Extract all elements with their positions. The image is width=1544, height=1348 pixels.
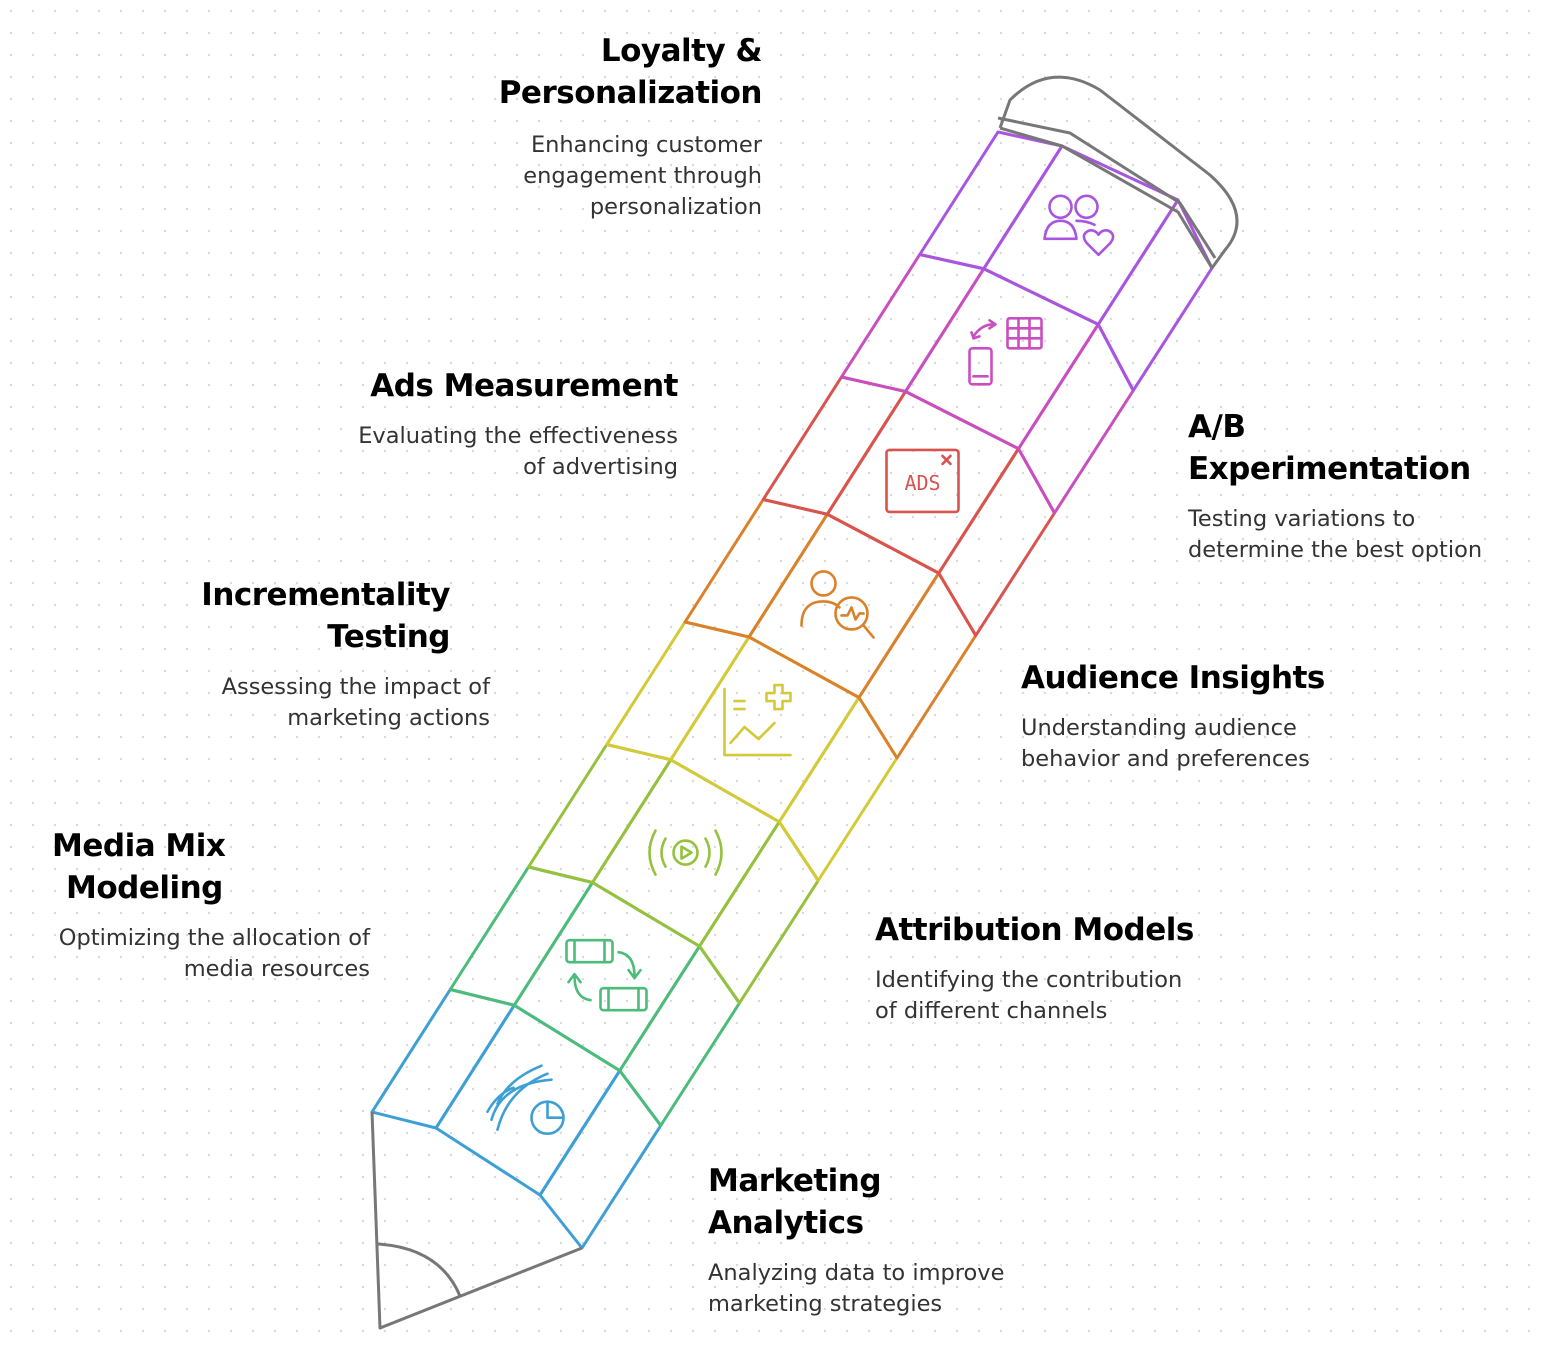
label-ab: A/B Experimentation Testing variations t…: [1188, 406, 1538, 566]
film-exchange-icon: [565, 938, 648, 1012]
pencil-segments: [370, 130, 1214, 1250]
segment-audience-front-facet: [747, 512, 941, 699]
title-attribution: Attribution Models: [875, 912, 1194, 948]
segment-incrementality-left-facet: [605, 620, 751, 762]
segment-audience-left-facet: [683, 498, 829, 639]
pencil-tip: [370, 1111, 583, 1330]
segment-mediamix: [448, 865, 741, 1127]
title-loyalty: Loyalty &Personalization: [498, 33, 763, 111]
segment-analytics-right-facet: [538, 1069, 663, 1250]
tip-graphite: [377, 1242, 462, 1297]
segment-attribution: [527, 743, 820, 1005]
segment-attribution-front-facet: [591, 758, 781, 948]
title-ads: Ads Measurement: [370, 368, 678, 404]
segment-loyalty: [918, 130, 1214, 392]
segment-analytics: [370, 988, 663, 1250]
title-audience: Audience Insights: [1021, 660, 1325, 696]
segment-mediamix-left-facet: [448, 865, 594, 1007]
segment-analytics-front-facet: [434, 1003, 622, 1197]
ads-icon-text: ADS: [904, 471, 940, 495]
ads-icon: ADS: [885, 448, 960, 514]
segment-ads-left-facet: [761, 375, 907, 516]
segment-audience: [683, 498, 978, 760]
segment-ads: [761, 375, 1056, 637]
label-attribution: Attribution Models Identifying the contr…: [875, 909, 1255, 1027]
ferrule-line-2: [999, 126, 1214, 269]
label-audience: Audience Insights Understanding audience…: [1021, 657, 1401, 775]
device-swap-table-icon: [968, 317, 1043, 386]
segment-ab-right-facet: [1017, 322, 1135, 515]
segment-incrementality-front-facet: [669, 635, 861, 824]
segment-ab-left-facet: [840, 253, 986, 393]
segment-ads-right-facet: [937, 447, 1056, 637]
segment-attribution-right-facet: [698, 820, 820, 1005]
segment-loyalty-left-facet: [918, 130, 1064, 271]
segment-audience-right-facet: [857, 571, 978, 760]
chart-plus-icon: [723, 683, 792, 757]
label-loyalty: Loyalty &Personalization Enhancing custo…: [342, 30, 763, 223]
eraser-outline: [998, 75, 1239, 269]
segment-ab-front-facet: [904, 267, 1100, 451]
label-ads: Ads Measurement Evaluating the effective…: [258, 365, 678, 483]
tip-outline: [370, 1111, 583, 1330]
title-ab: A/B Experimentation: [1188, 409, 1471, 487]
segment-loyalty-front-facet: [982, 144, 1180, 326]
ferrule-line-1: [997, 116, 1217, 259]
segment-mediamix-front-facet: [512, 881, 701, 1073]
pencil-icons: ADS: [486, 194, 1115, 1136]
segment-incrementality-right-facet: [777, 696, 899, 882]
wind-pie-icon: [486, 1064, 565, 1136]
broadcast-play-icon: [648, 829, 723, 876]
person-analysis-icon: [800, 570, 875, 639]
people-heart-icon: [1043, 194, 1115, 257]
pencil-eraser: [997, 75, 1239, 269]
segment-analytics-left-facet: [370, 988, 516, 1130]
